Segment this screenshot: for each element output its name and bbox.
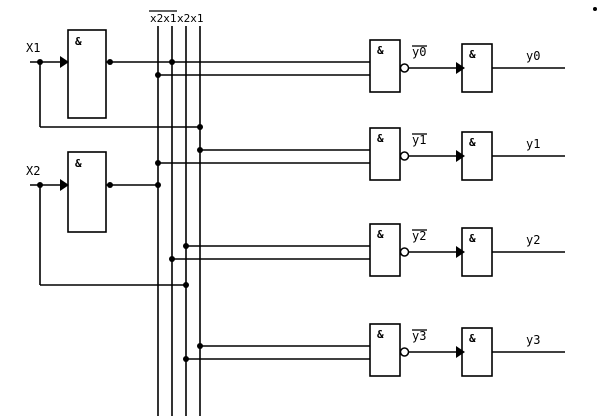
output-buffer-2 (461, 227, 493, 277)
decoder-row-2: & y2 & y2 (169, 223, 565, 277)
nand-gate-2 (369, 223, 401, 277)
output-buffer-3 (461, 327, 493, 377)
gate-symbol: & (377, 228, 384, 241)
junction-dot (183, 243, 189, 249)
inversion-bubble (399, 151, 410, 161)
inversion-bubble (399, 247, 410, 257)
and-gate-x1 (67, 29, 107, 119)
decoder-row-1: & y1 & y1 (155, 127, 565, 181)
junction-dot (155, 182, 161, 188)
gate-symbol: & (75, 35, 82, 48)
output-label-3: y3 (526, 333, 540, 347)
decoder-row-3: & y3 & y3 (183, 323, 565, 377)
inversion-bubble (399, 63, 410, 73)
inversion-bubble (399, 347, 410, 357)
gate-symbol: & (469, 332, 476, 345)
junction-dot (155, 160, 161, 166)
gate-symbol: & (469, 232, 476, 245)
output-label-1: y1 (526, 137, 540, 151)
decoder-row-0: & y0 & y0 (155, 39, 565, 93)
junction-dot (169, 256, 175, 262)
gate-symbol: & (377, 132, 384, 145)
output-label-2: y2 (526, 233, 540, 247)
nand-output-label-1: y1 (412, 133, 426, 147)
gate-symbol: & (377, 44, 384, 57)
junction-dot (197, 147, 203, 153)
nand-gate-0 (369, 39, 401, 93)
gate-symbol: & (469, 136, 476, 149)
output-buffer-1 (461, 131, 493, 181)
gate-symbol: & (377, 328, 384, 341)
gate-symbol: & (469, 48, 476, 61)
junction-dot (155, 72, 161, 78)
input-label-x1: X1 (26, 41, 40, 55)
input-polarity-marker (60, 56, 69, 68)
input-stage-x1: X1 & (26, 29, 370, 130)
junction-dot (169, 59, 175, 65)
input-polarity-marker (456, 246, 465, 258)
input-polarity-marker (60, 179, 69, 191)
bus-label-plain: x2x1 (177, 12, 204, 25)
signal-bus: x2x1 x2x1 (149, 10, 204, 416)
input-polarity-marker (456, 150, 465, 162)
gate-symbol: & (75, 157, 82, 170)
input-polarity-marker (456, 346, 465, 358)
nand-gate-3 (369, 323, 401, 377)
nand-output-label-0: y0 (412, 45, 426, 59)
output-buffer-0 (461, 43, 493, 93)
junction-dot (197, 343, 203, 349)
input-label-x2: X2 (26, 164, 40, 178)
nand-gate-1 (369, 127, 401, 181)
junction-dot (183, 282, 189, 288)
bus-label-negated: x2x1 (150, 12, 177, 25)
junction-dot (197, 124, 203, 130)
stray-mark (593, 7, 597, 11)
input-polarity-marker (456, 62, 465, 74)
junction-dot (183, 356, 189, 362)
nand-output-label-2: y2 (412, 229, 426, 243)
input-stage-x2: X2 & (26, 151, 189, 288)
nand-output-label-3: y3 (412, 329, 426, 343)
output-label-0: y0 (526, 49, 540, 63)
and-gate-x2 (67, 151, 107, 233)
